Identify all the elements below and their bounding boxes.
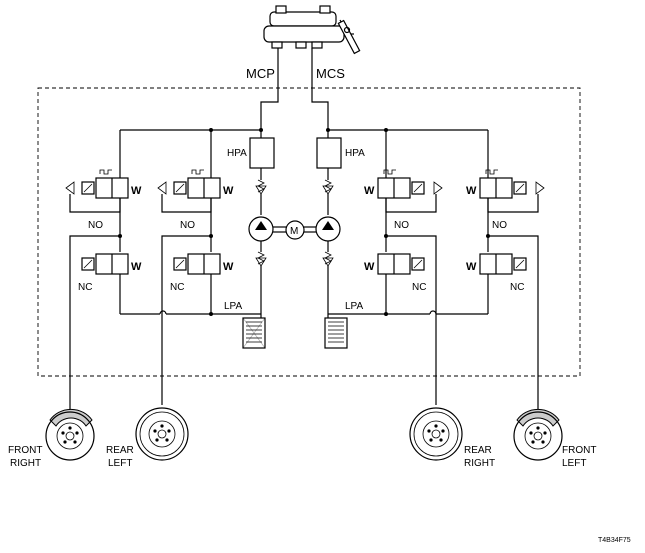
front-right-label-line1: FRONT [8,445,42,456]
no-valve-front-right [65,169,129,252]
mcs-label: MCS [316,66,345,81]
main-hydraulic-lines [119,48,489,170]
nc-valve-rear-left [173,253,221,316]
hpa-left [249,137,275,215]
rear-left-label-line2: LEFT [108,458,132,469]
motor-shaft [273,226,316,233]
lpa-left-label: LPA [224,301,242,312]
wheel-lines-right [384,234,539,410]
w-label-6: W [466,185,477,197]
motor-label: M [290,226,298,237]
w-label-8: W [466,261,477,273]
front-right-label-line2: RIGHT [10,458,41,469]
pump-right [315,216,341,242]
wheel-front-right [45,408,95,461]
pump-left [248,216,274,242]
no-label-4: NO [492,220,507,231]
front-left-label-line2: LEFT [562,458,586,469]
hpa-right-label: HPA [345,148,365,159]
pump-inlet-right [322,241,334,318]
hpa-left-label: HPA [227,148,247,159]
nc-label-3: NC [412,282,426,293]
mcp-label: MCP [246,66,275,81]
no-label-2: NO [180,220,195,231]
lpa-right [324,317,348,349]
rear-left-label-line1: REAR [106,445,134,456]
no-valve-rear-left [157,169,221,252]
no-valve-rear-right [377,169,443,252]
figure-code: T4B34F75 [598,537,631,544]
w-label-4: W [223,261,234,273]
w-label-3: W [131,261,142,273]
nc-valve-front-left [328,253,527,315]
w-label-7: W [364,261,375,273]
brake-pedal [337,19,361,55]
lpa-right-label: LPA [345,301,363,312]
nc-label-2: NC [170,282,184,293]
lpa-left [242,317,266,349]
nc-valve-front-right [81,253,261,315]
nc-label-4: NC [510,282,524,293]
nc-label-1: NC [78,282,92,293]
w-label-1: W [131,185,142,197]
no-label-3: NO [394,220,409,231]
pump-inlet-left [255,241,267,318]
wheel-front-left [513,408,563,461]
nc-valve-rear-right [377,253,425,316]
hcu-boundary [37,87,581,377]
wheel-rear-left [135,407,189,461]
hpa-right [316,137,342,215]
no-valve-front-left [479,169,545,252]
wheel-rear-right [409,407,463,461]
wheel-lines-left [69,234,213,410]
no-label-1: NO [88,220,103,231]
rear-right-label-line1: REAR [464,445,492,456]
rear-right-label-line2: RIGHT [464,458,495,469]
w-label-5: W [364,185,375,197]
w-label-2: W [223,185,234,197]
front-left-label-line1: FRONT [562,445,596,456]
pump-motor [285,220,305,240]
